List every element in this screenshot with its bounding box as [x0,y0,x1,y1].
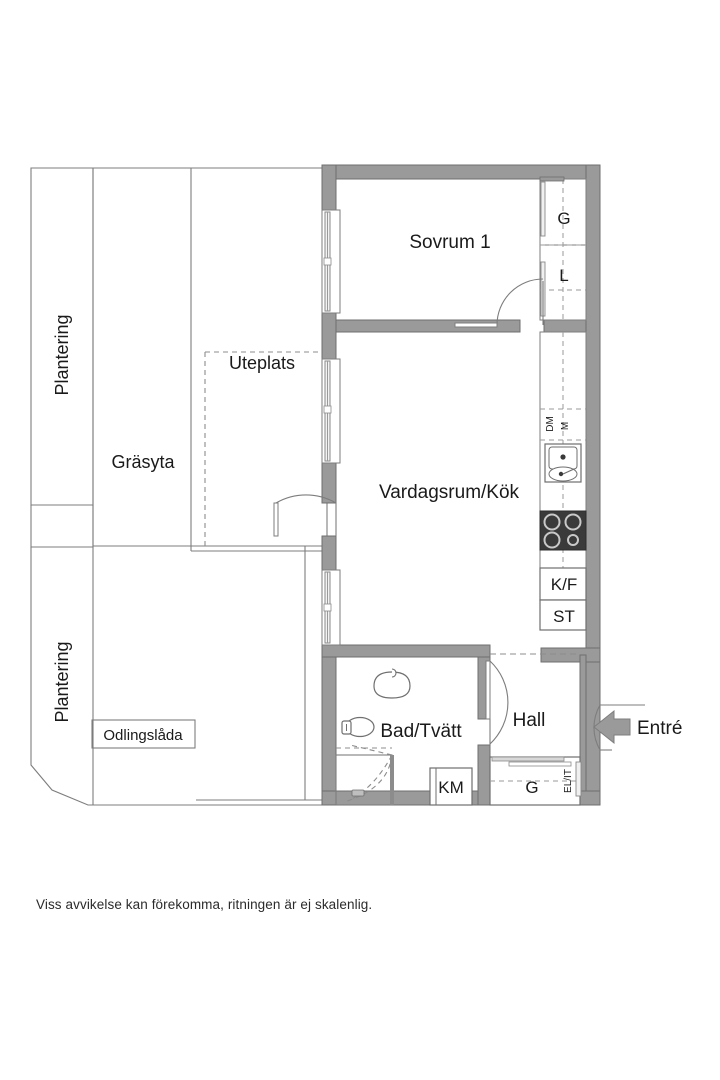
drawing-disclaimer: Viss avvikelse kan förekomma, ritningen … [36,897,373,912]
fixture-label-fridge-freezer-kf: K/F [551,575,577,594]
washer-km-box [429,767,473,806]
fixture-label-el-it-panel: EL/IT [563,769,574,793]
window-bedroom [321,209,341,314]
plantering-gap-outline [30,505,94,548]
living-hall-dashed-divider [490,653,580,655]
entrance-arrow-icon [593,709,631,745]
wall-interior-bedroom-bottom-right [543,319,587,333]
patio-door [273,494,337,537]
plantering-lower-outline [30,547,328,806]
odlingslada-box [91,719,196,749]
outdoor-labels: Plantering Plantering Gräsyta Uteplats O… [52,314,295,744]
kitchen-sink-icon [544,443,582,483]
washbasin-icon [373,668,411,699]
wall-bath-right-lower [477,744,491,806]
fixture-label-storage-st: ST [553,607,575,626]
uteplats-dashed-boundary [204,351,327,548]
wall-exterior-left-e [321,644,337,806]
fixture-labels: G L DM M K/F ST KM G EL/IT [438,209,577,797]
outdoor-label-plantering-upper: Plantering [52,314,72,395]
fixture-label-dishwasher-dm: DM [545,416,556,432]
kitchen-stove-icon [539,510,587,551]
wall-interior-living-bottom [321,644,491,658]
outdoor-label-plantering-lower: Plantering [52,641,72,722]
outdoor-label-uteplats: Uteplats [229,353,295,373]
wall-hall-top-step [540,647,601,663]
outdoor-label-odlingslada: Odlingslåda [103,727,183,744]
entrance-group [593,704,645,751]
shower-icon [335,744,394,806]
window-living-lower [321,569,341,646]
kitchen-run [539,331,587,631]
storage-box [539,599,587,631]
fridge-freezer-box [539,567,587,601]
room-label-bad-tvatt: Bad/Tvätt [380,721,462,742]
bedroom-closets [539,176,587,321]
window-living-upper [321,358,341,464]
fixture-label-closet-l-bedroom: L [559,266,568,285]
room-label-hall: Hall [513,710,546,731]
hall-storage [489,756,582,806]
door-bathroom [485,660,509,745]
toilet-icon [341,716,375,738]
bathroom-fixtures [335,668,473,806]
wall-exterior-left-c [321,462,337,504]
windows-left-wall [273,209,341,646]
room-label-sovrum-1: Sovrum 1 [409,232,490,253]
entrance-label: Entré [637,718,682,739]
wall-exterior-left-a [321,164,337,211]
outdoor-label-grasyta: Gräsyta [111,452,175,472]
fixture-label-microwave-m: M [560,422,571,430]
fixture-label-closet-g-bedroom: G [557,209,570,228]
wall-exterior-left-b [321,312,337,360]
wall-exterior-right-upper [585,164,601,656]
fixture-label-closet-g-hall: G [525,778,538,797]
wall-hall-right-inner [579,654,587,792]
door-bedroom [454,278,544,328]
el-it-cabinet [575,761,582,797]
fixture-label-washer-km: KM [438,778,464,797]
room-labels: Sovrum 1 Vardagsrum/Kök Bad/Tvätt Hall [379,232,545,742]
room-label-vardagsrum-kok: Vardagsrum/Kök [379,482,520,503]
wall-exterior-left-d [321,535,337,571]
